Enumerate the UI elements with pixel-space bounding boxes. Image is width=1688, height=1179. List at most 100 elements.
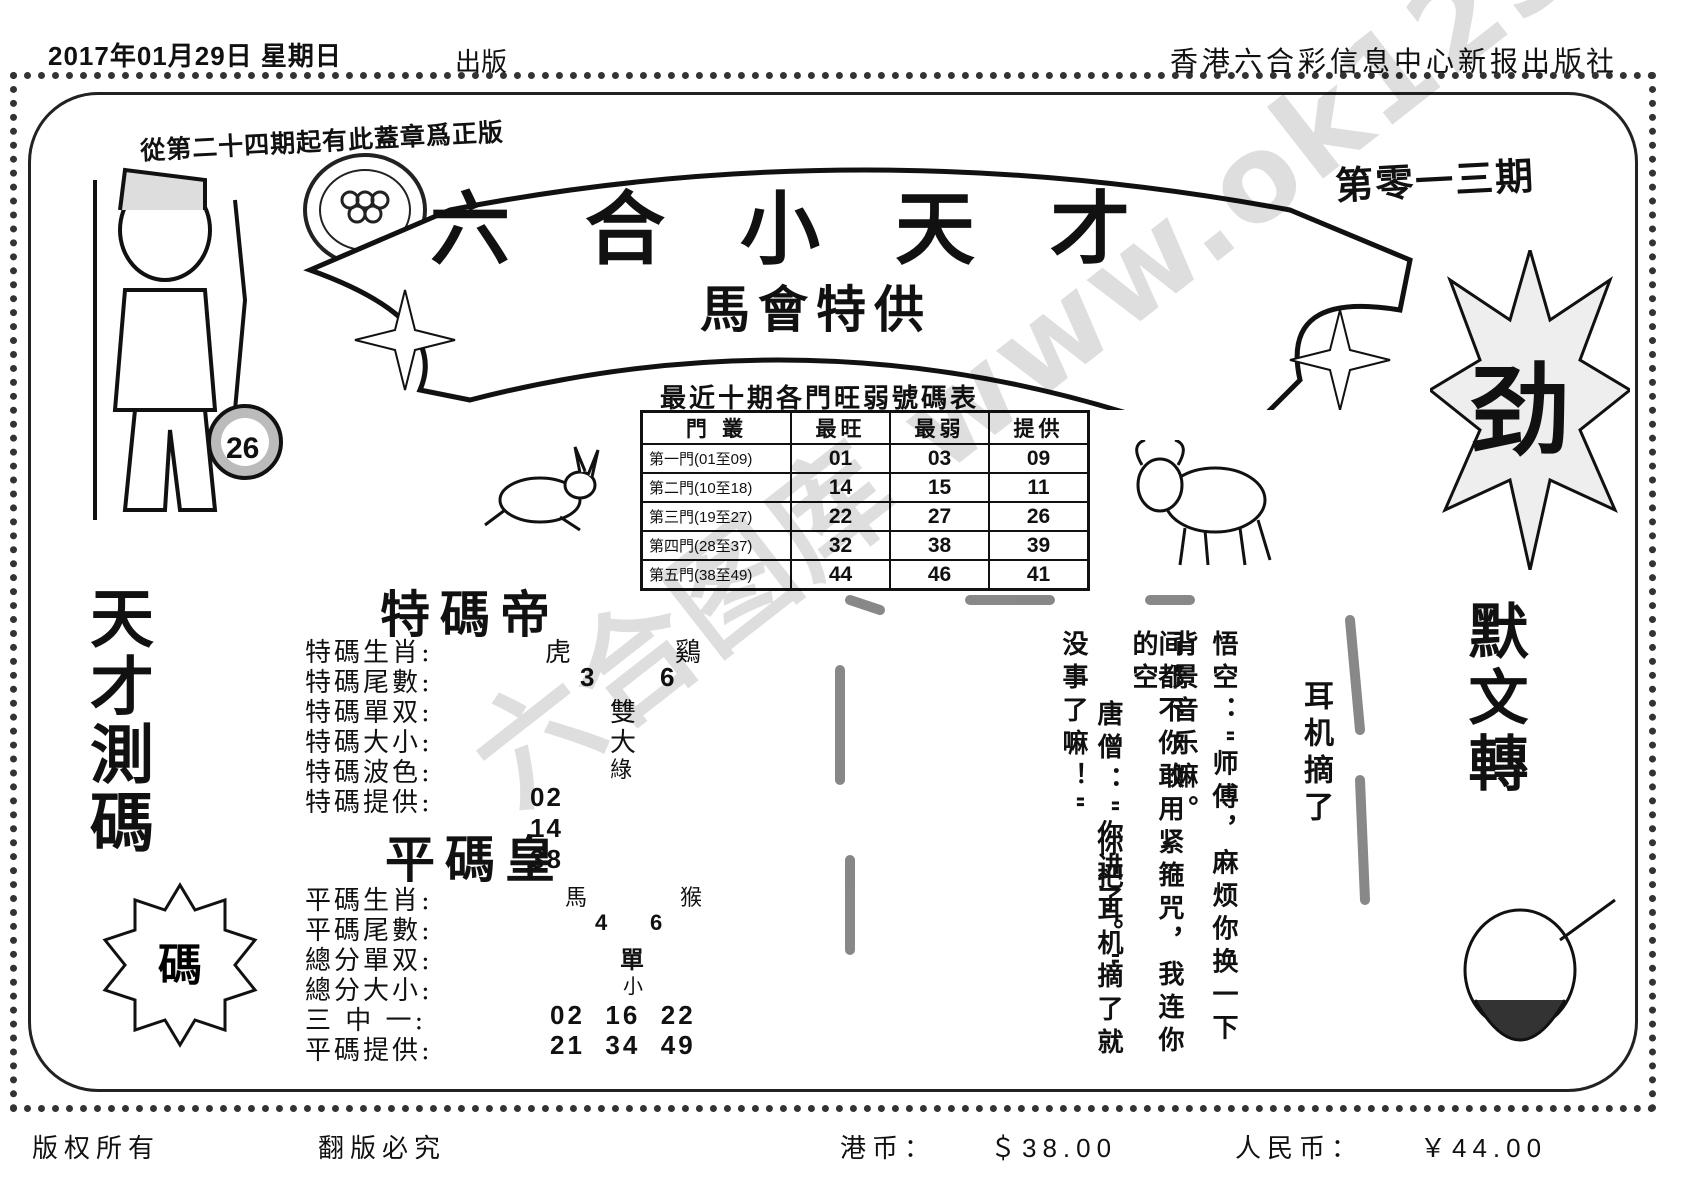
normal-tail-label: 平碼尾數:: [305, 916, 433, 946]
special-color-row: 特碼波色: 綠: [305, 752, 632, 788]
special-tips-row: 特碼提供: 02 14 38: [305, 782, 561, 874]
hot-number: 32: [790, 530, 891, 561]
hkd-label: 港币：: [840, 1134, 937, 1164]
special-oddeven-value: 雙: [610, 698, 640, 728]
hot-number: 01: [790, 443, 891, 474]
normal-tail-b: 6: [650, 910, 666, 935]
normal-total-size-value: 小: [623, 974, 646, 998]
special-tail-b: 6: [660, 662, 678, 692]
door-label: 第五門(38至49): [640, 559, 792, 591]
normal-total-size-row: 總分大小: 小: [305, 970, 643, 1006]
cold-number: 15: [889, 472, 990, 503]
normal-three-value: 02 16 22: [550, 1000, 696, 1030]
tip-number: 39: [988, 530, 1090, 561]
special-title: 特碼帝: [380, 585, 560, 644]
table-title: 最近十期各門旺弱號碼表: [660, 384, 980, 414]
normal-tail-a: 4: [595, 910, 611, 935]
side-title-right: 默文轉: [1458, 600, 1528, 798]
cold-number: 03: [889, 443, 990, 474]
rmb-label: 人民币：: [1235, 1134, 1364, 1164]
special-zodiac-a: 虎: [545, 638, 575, 668]
normal-tips-value: 21 34 49: [550, 1030, 696, 1060]
normal-tail-row: 平碼尾數: 4 6: [305, 910, 662, 946]
normal-three-label: 三 中 一:: [305, 1006, 427, 1036]
door-label: 第四門(28至37): [640, 530, 792, 561]
table-header-row: 門 叢 最旺 最弱 提供: [640, 410, 1090, 445]
starburst-icon: [1430, 250, 1630, 570]
col-header-hot: 最旺: [790, 410, 891, 445]
table-row: 第一門(01至09) 01 03 09: [640, 443, 1090, 474]
story-col-3: 间都不你敢用紧箍咒，我连你的空: [1128, 630, 1184, 1059]
seal-ma-icon: 碼: [102, 882, 258, 1048]
piracy-warning: 翻版必究: [318, 1134, 447, 1164]
special-color-value: 綠: [610, 758, 636, 783]
cold-number: 27: [889, 501, 990, 532]
special-tips-label: 特碼提供:: [305, 788, 433, 818]
jin-character: 劲: [1470, 352, 1570, 470]
svg-text:碼: 碼: [158, 940, 202, 991]
special-size-value: 大: [610, 728, 640, 758]
normal-title: 平碼皇: [385, 830, 565, 889]
hkd-price: ＄38.00: [990, 1133, 1118, 1163]
rmb-price: ￥44.00: [1420, 1133, 1548, 1163]
normal-zodiac-a: 馬: [565, 886, 591, 911]
table-row: 第五門(38至49) 44 46 41: [640, 559, 1090, 591]
story-col-1: 悟空："师傅，麻烦你换一下: [1208, 630, 1238, 1047]
special-size-label: 特碼大小:: [305, 728, 433, 758]
rabbit-icon: [484, 446, 600, 532]
story-col-6: 你把耳机摘了就: [1093, 830, 1123, 1061]
hunter-cartoon-icon: [93, 167, 248, 520]
door-label: 第二門(10至18): [640, 472, 792, 503]
normal-total-oddeven-row: 總分單双: 單: [305, 940, 644, 976]
special-zodiac-row: 特碼生肖: 虎 鷄: [305, 632, 701, 668]
earphone-text: 耳机摘了: [1298, 680, 1333, 828]
inner-rounded-frame: [28, 92, 1638, 1092]
cold-number: 38: [889, 530, 990, 561]
brush-decoration: [835, 595, 1370, 955]
door-label: 第三門(19至27): [640, 501, 792, 532]
special-zodiac-b: 鷄: [675, 638, 705, 668]
normal-zodiac-row: 平碼生肖: 馬 猴: [305, 880, 702, 916]
side-title-left: 天才測碼: [79, 585, 154, 857]
hot-number: 14: [790, 472, 891, 503]
table-row: 第三門(19至27) 22 27 26: [640, 501, 1090, 532]
date-line: 2017年01月29日 星期日: [48, 41, 342, 71]
normal-tips-row: 平碼提供: 21 34 49: [305, 1030, 693, 1066]
special-size-row: 特碼大小: 大: [305, 722, 636, 758]
tip-number: 41: [988, 559, 1090, 591]
special-zodiac-label: 特碼生肖:: [305, 638, 433, 668]
outer-dotted-frame: [10, 72, 1656, 1112]
special-tail-row: 特碼尾數: 3 6: [305, 662, 674, 698]
guan-gong-cartoon-icon: [1463, 898, 1616, 1042]
special-tail-a: 3: [580, 662, 598, 692]
hot-number: 22: [790, 501, 891, 532]
banner-title: 六合小天才: [430, 182, 1205, 276]
ball-number: 26: [226, 432, 260, 465]
ribbon-banner: [303, 167, 1413, 410]
special-tips-value: 02 14 38: [530, 782, 563, 874]
story-col-4: 没事了嘛！": [1058, 630, 1088, 816]
tip-number: 26: [988, 501, 1090, 532]
tip-number: 11: [988, 472, 1090, 503]
hot-number: 44: [790, 559, 891, 591]
normal-total-size-label: 總分大小:: [305, 976, 433, 1006]
normal-total-oddeven-value: 單: [620, 945, 647, 974]
col-header-tip: 提供: [988, 410, 1090, 445]
cold-number: 46: [889, 559, 990, 591]
special-tail-label: 特碼尾數:: [305, 668, 433, 698]
col-header-cold: 最弱: [889, 410, 990, 445]
special-oddeven-label: 特碼單双:: [305, 698, 433, 728]
copyright-text: 版权所有: [32, 1134, 161, 1164]
normal-zodiac-b: 猴: [680, 886, 706, 911]
col-header-door: 門 叢: [640, 410, 792, 445]
normal-three-row: 三 中 一: 02 16 22: [305, 1000, 693, 1036]
special-oddeven-row: 特碼單双: 雙: [305, 692, 636, 728]
hot-cold-table: 門 叢 最旺 最弱 提供 第一門(01至09) 01 03 09 第二門(10至…: [640, 410, 1090, 591]
ball-icon: [207, 404, 283, 480]
table-row: 第四門(28至37) 32 38 39: [640, 530, 1090, 561]
door-label: 第一門(01至09): [640, 443, 792, 474]
tip-number: 09: [988, 443, 1090, 474]
ox-icon: [1135, 440, 1272, 566]
normal-zodiac-label: 平碼生肖:: [305, 886, 433, 916]
normal-total-oddeven-label: 總分單双:: [305, 946, 433, 976]
